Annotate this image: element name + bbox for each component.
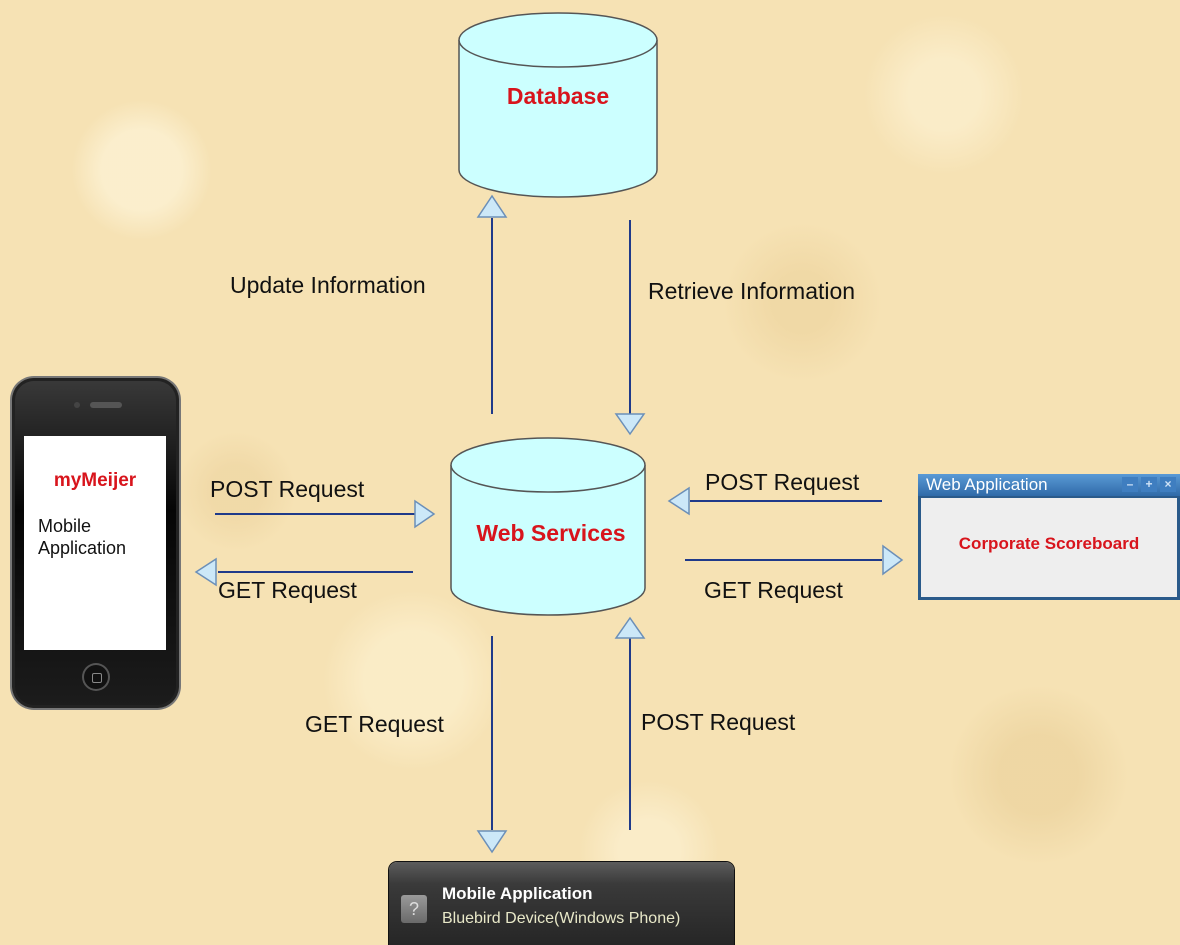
arrowhead-up (476, 194, 508, 218)
update-information-label: Update Information (230, 272, 426, 298)
database-label: Database (507, 83, 609, 109)
phone-post-label: POST Request (210, 476, 365, 502)
arrowhead-left (667, 486, 690, 516)
phone-app-name: myMeijer (53, 470, 137, 491)
web-services-label: Web Services (476, 520, 625, 546)
camera-icon (74, 402, 80, 408)
bottom-post-label: POST Request (641, 709, 796, 735)
speaker-icon (90, 402, 122, 408)
corporate-scoreboard-label: Corporate Scoreboard (958, 534, 1140, 553)
maximize-icon[interactable]: + (1141, 477, 1157, 492)
close-icon[interactable]: × (1160, 477, 1176, 492)
database-node: Database (458, 12, 658, 198)
help-icon: ? (401, 895, 427, 923)
window-titlebar: Web Application – + × (918, 474, 1180, 496)
webapp-get-label: GET Request (704, 577, 843, 603)
arrowhead-left (194, 557, 217, 587)
bluebird-subtitle: Bluebird Device(Windows Phone) (442, 910, 681, 927)
window-body: Corporate Scoreboard (921, 498, 1177, 597)
arrowhead-right (882, 544, 904, 576)
arrowhead-down (476, 830, 508, 854)
bluebird-title: Mobile Application (442, 884, 593, 903)
phone-device: myMeijer Mobile Application (12, 378, 179, 708)
retrieve-information-label: Retrieve Information (648, 278, 856, 304)
arrowhead-up (614, 616, 646, 639)
web-services-node: Web Services (450, 437, 646, 616)
webapp-post-label: POST Request (705, 469, 860, 495)
arrowhead-right (414, 499, 436, 529)
web-application-window: Web Application – + × Corporate Scoreboa… (918, 474, 1180, 600)
phone-app-description: Mobile Application (38, 516, 127, 558)
home-button-icon (82, 663, 110, 691)
window-title: Web Application (926, 475, 1048, 494)
bluebird-device-panel: ? Mobile Application Bluebird Device(Win… (389, 862, 734, 945)
phone-get-label: GET Request (218, 577, 357, 603)
phone-screen: myMeijer Mobile Application (24, 436, 166, 650)
bottom-get-label: GET Request (305, 711, 444, 737)
minimize-icon[interactable]: – (1122, 477, 1138, 492)
arrowhead-down (614, 413, 646, 436)
